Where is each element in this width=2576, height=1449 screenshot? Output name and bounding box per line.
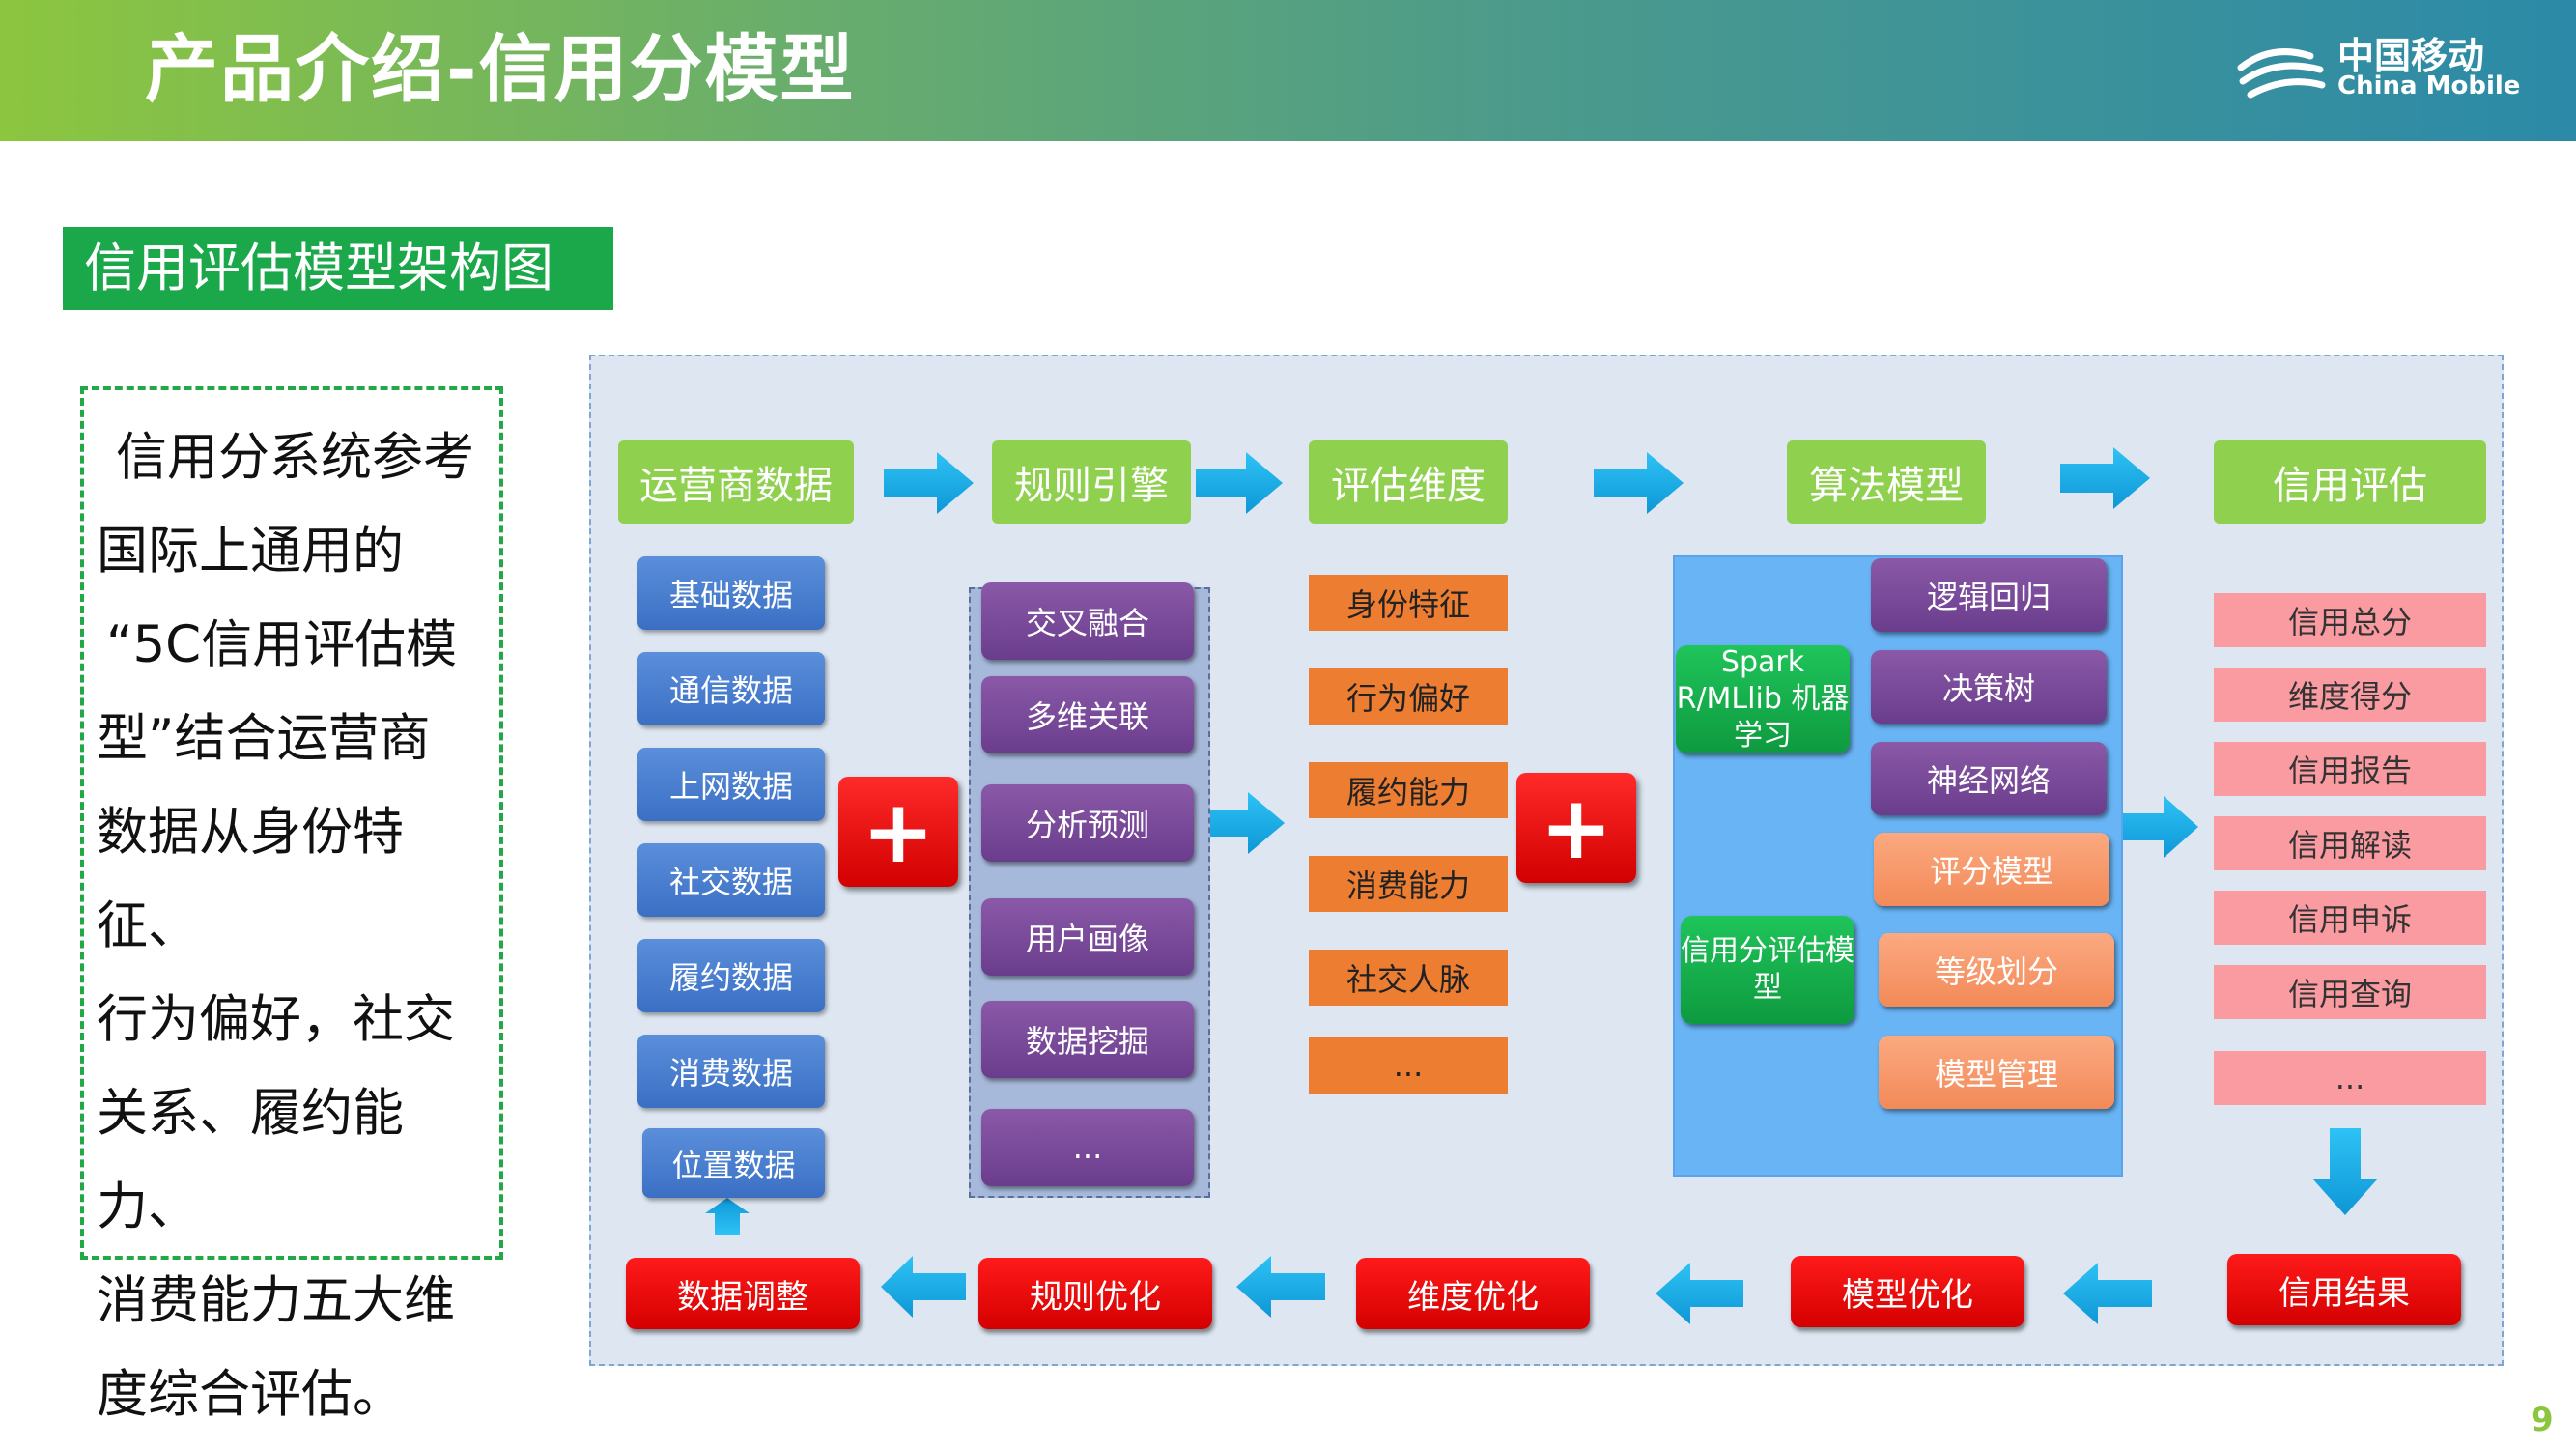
credit-output-item: 信用解读 [2214, 816, 2486, 870]
arrow-right [2060, 447, 2150, 509]
arrow-right [884, 452, 974, 514]
algorithm-method-item: 逻辑回归 [1871, 558, 2107, 632]
arrow-right [2121, 796, 2198, 858]
section-label: 信用评估模型架构图 [63, 227, 613, 310]
header-operator-data: 运营商数据 [618, 440, 854, 524]
data-source-item: 位置数据 [642, 1128, 825, 1198]
model-management-item: 模型管理 [1879, 1036, 2114, 1109]
description-line: 行为偏好，社交 [97, 990, 455, 1049]
description-line: 国际上通用的 [97, 522, 404, 581]
dimension-item: 消费能力 [1309, 856, 1508, 912]
rule-engine-item: 多维关联 [981, 676, 1194, 753]
algorithm-method-item: 神经网络 [1871, 742, 2107, 815]
header-dimensions: 评估维度 [1309, 440, 1508, 524]
feedback-data-adjust: 数据调整 [626, 1258, 860, 1329]
credit-output-item: ... [2214, 1051, 2486, 1105]
page-number: 9 [2531, 1401, 2554, 1439]
description-line: 信用分系统参考 [116, 428, 474, 487]
description-line: 关系、履约能力、 [97, 1084, 404, 1236]
description-box [80, 386, 503, 1260]
data-source-item: 消费数据 [637, 1035, 825, 1108]
description-line: 数据从身份特征、 [97, 803, 404, 955]
dimension-item: 行为偏好 [1309, 668, 1508, 724]
plus-icon: + [838, 777, 958, 887]
data-source-item: 履约数据 [637, 939, 825, 1012]
header-rule-engine: 规则引擎 [992, 440, 1191, 524]
arrow-right [1198, 792, 1285, 854]
arrow-left [2063, 1263, 2152, 1324]
model-management-item: 等级划分 [1879, 933, 2114, 1007]
spark-mllib-box: Spark R/MLlib 机器学习 [1676, 645, 1850, 753]
header-credit-eval: 信用评估 [2214, 440, 2486, 524]
page-title: 产品介绍-信用分模型 [145, 26, 856, 112]
credit-result-box: 信用结果 [2227, 1254, 2461, 1325]
dimension-item: 身份特征 [1309, 575, 1508, 631]
description-line: 消费能力五大维 [97, 1271, 455, 1330]
description-line: “5C信用评估模 [106, 615, 458, 674]
credit-output-item: 信用查询 [2214, 965, 2486, 1019]
plus-icon: + [1516, 773, 1636, 883]
dimension-item: 履约能力 [1309, 762, 1508, 818]
data-source-item: 通信数据 [637, 652, 825, 725]
dimension-item: ... [1309, 1037, 1508, 1094]
feedback-model-optimize: 模型优化 [1791, 1256, 2024, 1327]
header-banner [0, 0, 2576, 141]
china-mobile-logo-icon [2237, 48, 2326, 99]
description-text: 信用分系统参考 国际上通用的 “5C信用评估模 型”结合运营商 数据从身份特征、… [97, 411, 497, 1441]
credit-output-item: 信用申诉 [2214, 891, 2486, 945]
rule-engine-item: 交叉融合 [981, 582, 1194, 660]
arrow-right [1594, 452, 1684, 514]
logo-text-cn: 中国移动 [2337, 35, 2485, 77]
credit-score-model-box: 信用分评估模型 [1681, 916, 1854, 1024]
credit-output-item: 信用总分 [2214, 593, 2486, 647]
rule-engine-item: ... [981, 1109, 1194, 1186]
arrow-left [1656, 1263, 1743, 1324]
feedback-rule-optimize: 规则优化 [978, 1258, 1212, 1329]
rule-engine-item: 数据挖掘 [981, 1001, 1194, 1078]
data-source-item: 基础数据 [637, 556, 825, 630]
description-line: 度综合评估。 [97, 1365, 404, 1424]
rule-engine-item: 用户画像 [981, 898, 1194, 976]
arrow-right [1196, 452, 1283, 514]
data-source-item: 上网数据 [637, 748, 825, 821]
dimension-item: 社交人脉 [1309, 950, 1508, 1006]
rule-engine-item: 分析预测 [981, 784, 1194, 862]
data-source-item: 社交数据 [637, 843, 825, 917]
arrow-up [705, 1198, 750, 1235]
logo-text-en: China Mobile [2337, 71, 2521, 100]
feedback-dimension-optimize: 维度优化 [1356, 1258, 1590, 1329]
credit-output-item: 信用报告 [2214, 742, 2486, 796]
credit-output-item: 维度得分 [2214, 668, 2486, 722]
arrow-left [881, 1256, 966, 1318]
arrow-down [2312, 1128, 2378, 1215]
description-line: 型”结合运营商 [97, 709, 431, 768]
model-management-item: 评分模型 [1874, 833, 2109, 906]
algorithm-method-item: 决策树 [1871, 650, 2107, 724]
arrow-left [1236, 1256, 1325, 1318]
header-algorithms: 算法模型 [1787, 440, 1986, 524]
